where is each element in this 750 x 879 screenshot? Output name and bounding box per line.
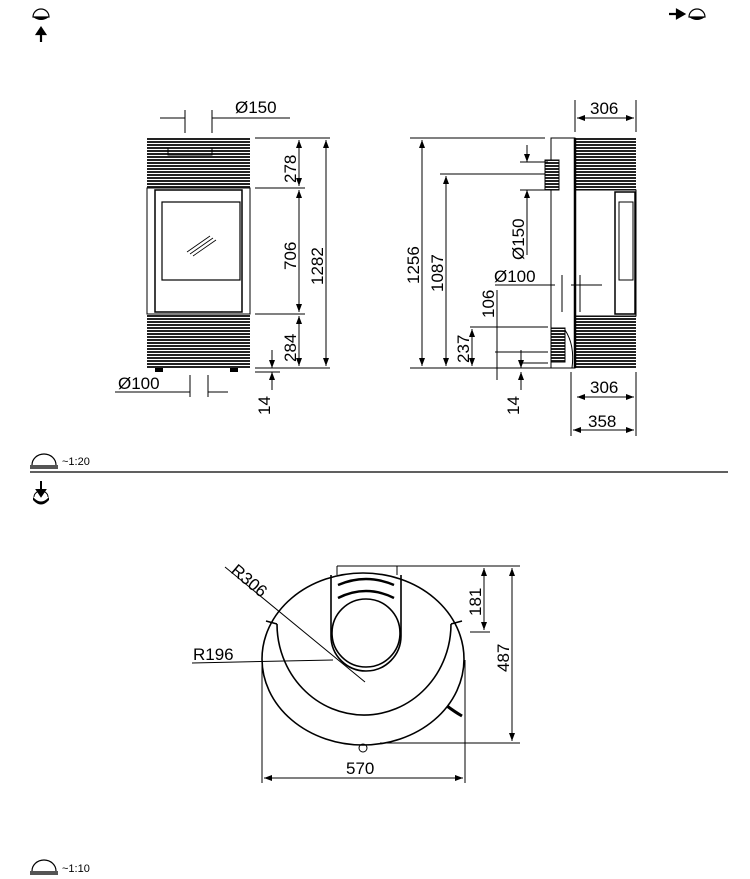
plan-inner-radius: R196 (193, 645, 234, 664)
plan-depth: 487 (494, 644, 513, 672)
side-feet-dim: 14 (504, 396, 523, 415)
top-view-arrow-icon (33, 481, 49, 505)
plan-flue-depth: 181 (466, 588, 485, 616)
side-flue-dim: Ø150 (509, 218, 528, 260)
flue-rear-outlet-icon (669, 8, 706, 20)
front-flue-dim: Ø150 (235, 98, 277, 117)
side-height-1256-dim: 1256 (404, 246, 423, 284)
side-bottom-depth-dim: 306 (590, 378, 618, 397)
side-top-depth-dim: 306 (590, 99, 618, 118)
scale-ruler-icon (30, 859, 58, 875)
side-air-inlet-dim: Ø100 (494, 267, 536, 286)
front-air-inlet-dim: Ø100 (118, 374, 160, 393)
side-106-dim: 106 (479, 290, 498, 318)
front-bottom-band-dim: 284 (281, 334, 300, 362)
scale-ruler-icon (30, 453, 58, 469)
front-door-dim: 706 (281, 242, 300, 270)
side-total-depth-dim: 358 (588, 412, 616, 431)
plan-outer-radius: R306 (227, 561, 270, 602)
scale-plan: ~1:10 (62, 863, 90, 875)
plan-width: 570 (346, 759, 374, 778)
plan-view: R306 R196 181 487 570 (191, 561, 520, 783)
scale-elevation: ~1:20 (62, 456, 90, 468)
front-height-dim: 1282 (308, 247, 327, 285)
side-237-dim: 237 (454, 335, 473, 363)
front-view: Ø150 278 706 1282 284 14 Ø100 (115, 98, 330, 415)
flue-top-outlet-icon (32, 8, 50, 42)
front-top-band-dim: 278 (281, 155, 300, 183)
front-feet-dim: 14 (255, 396, 274, 415)
side-view: 306 1256 1087 Ø150 Ø100 106 237 14 306 3… (404, 99, 637, 436)
side-height-1087-dim: 1087 (428, 254, 447, 292)
door-window (161, 201, 241, 281)
